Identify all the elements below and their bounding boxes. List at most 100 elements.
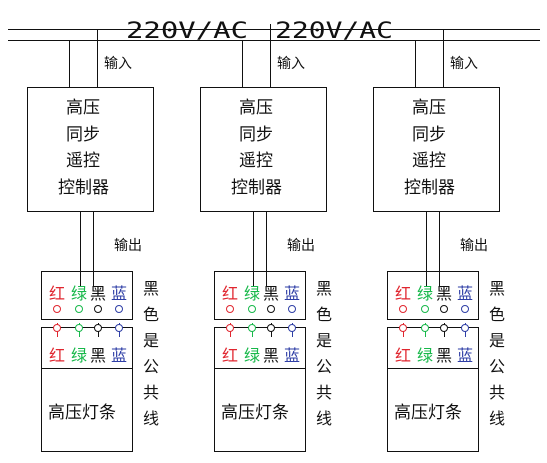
strip-label-black: 黑 [436,346,452,365]
strip-label-blue: 蓝 [457,346,473,365]
strip-pin-dot-black [94,324,102,332]
strip-pin-dot-black [267,324,275,332]
common-note-char: 色 [143,305,159,324]
strip-pin-dot-blue [461,324,469,332]
terminal-dot-blue [461,305,469,313]
strip-pin-dot-blue [288,324,296,332]
terminal-dot-green [248,305,256,313]
controller-label-line: 高压 [66,98,100,118]
common-note-char: 色 [316,305,332,324]
common-note-char: 线 [316,409,332,428]
led-strip-title: 高压灯条 [221,403,289,423]
led-strip-title: 高压灯条 [48,403,116,423]
strip-pin-dot-red [226,324,234,332]
terminal-label-green: 绿 [71,284,87,303]
strip-label-red: 红 [49,346,65,365]
controller-label-line: 控制器 [231,178,282,198]
strip-label-red: 红 [395,346,411,365]
controller-label-line: 控制器 [58,178,109,198]
led-strip-title: 高压灯条 [394,403,462,423]
strip-label-green: 绿 [244,346,260,365]
controller-label-line: 同步 [66,125,100,145]
common-note-char: 共 [143,383,159,402]
common-note-char: 线 [489,409,505,428]
controller-label-line: 同步 [412,125,446,145]
strip-pin-dot-blue [115,324,123,332]
led-strip-box [41,327,133,452]
common-note-char: 共 [316,383,332,402]
common-note-char: 公 [489,357,505,376]
terminal-dot-black [267,305,275,313]
controller-units: 输入高压同步遥控控制器输出红绿黑蓝红绿黑蓝高压灯条黑色是公共线输入高压同步遥控控… [27,29,505,452]
common-note-char: 是 [143,331,159,350]
terminal-label-red: 红 [222,284,238,303]
terminal-label-green: 绿 [417,284,433,303]
terminal-dot-green [75,305,83,313]
terminal-dot-red [399,305,407,313]
terminal-label-blue: 蓝 [457,284,473,303]
terminal-dot-blue [288,305,296,313]
power-label-left: 220V/AC [126,19,248,44]
led-strip-box [387,327,479,452]
controller-label-line: 控制器 [404,178,455,198]
led-strip-box [214,327,306,452]
strip-pin-dot-green [248,324,256,332]
terminal-label-blue: 蓝 [111,284,127,303]
controller-label-line: 遥控 [412,151,446,171]
strip-pin-dot-red [399,324,407,332]
strip-pin-dot-green [421,324,429,332]
input-label: 输入 [104,56,132,72]
strip-pin-dot-red [53,324,61,332]
terminal-label-black: 黑 [263,284,279,303]
terminal-dot-black [440,305,448,313]
terminal-label-blue: 蓝 [284,284,300,303]
strip-label-green: 绿 [71,346,87,365]
terminal-label-red: 红 [49,284,65,303]
terminal-dot-black [94,305,102,313]
controller-box [200,87,327,212]
strip-label-black: 黑 [263,346,279,365]
power-label-right: 220V/AC [275,19,393,44]
controller-box [27,87,154,212]
strip-label-black: 黑 [90,346,106,365]
common-note-char: 共 [489,383,505,402]
output-terminal-box [41,271,133,320]
terminal-label-black: 黑 [90,284,106,303]
controller-unit-2: 输入高压同步遥控控制器输出红绿黑蓝红绿黑蓝高压灯条黑色是公共线 [200,29,332,452]
strip-pin-dot-black [440,324,448,332]
common-note-char: 公 [143,357,159,376]
common-note-char: 黑 [489,279,505,298]
terminal-label-red: 红 [395,284,411,303]
controller-label-line: 同步 [239,125,273,145]
common-note-char: 是 [489,331,505,350]
controller-label-line: 高压 [239,98,273,118]
strip-label-green: 绿 [417,346,433,365]
output-label: 输出 [114,238,142,254]
terminal-dot-blue [115,305,123,313]
controller-unit-3: 输入高压同步遥控控制器输出红绿黑蓝红绿黑蓝高压灯条黑色是公共线 [373,29,505,452]
controller-box [373,87,500,212]
terminal-dot-red [53,305,61,313]
output-terminal-box [387,271,479,320]
common-note-char: 公 [316,357,332,376]
input-label: 输入 [277,56,305,72]
strip-label-blue: 蓝 [284,346,300,365]
common-note-char: 色 [489,305,505,324]
controller-label-line: 高压 [412,98,446,118]
strip-pin-dot-green [75,324,83,332]
power-bus [8,24,540,41]
output-terminal-box [214,271,306,320]
terminal-dot-red [226,305,234,313]
controller-unit-1: 输入高压同步遥控控制器输出红绿黑蓝红绿黑蓝高压灯条黑色是公共线 [27,29,159,452]
output-label: 输出 [287,238,315,254]
common-note-char: 黑 [143,279,159,298]
terminal-dot-green [421,305,429,313]
controller-label-line: 遥控 [66,151,100,171]
strip-label-red: 红 [222,346,238,365]
strip-label-blue: 蓝 [111,346,127,365]
common-note-char: 黑 [316,279,332,298]
common-note-char: 线 [143,409,159,428]
common-note-char: 是 [316,331,332,350]
input-label: 输入 [450,56,478,72]
